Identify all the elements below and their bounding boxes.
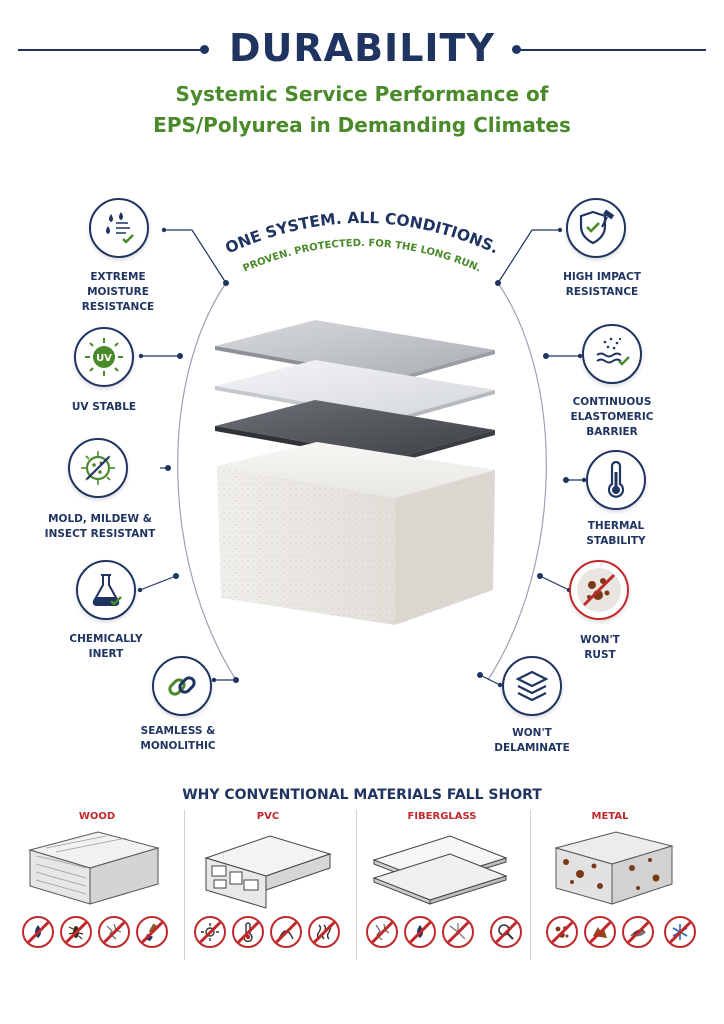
water-drops-wind-icon [106, 212, 134, 244]
page-title: DURABILITY [229, 26, 495, 70]
elastomeric-barrier-icon-badge [582, 324, 642, 384]
fiberglass-panels-illustration [372, 835, 508, 905]
high-impact-icon-badge [566, 198, 626, 258]
no-sun-icon [194, 916, 226, 948]
feature-label-elastomeric-barrier: CONTINUOUS ELASTOMERIC BARRIER [570, 396, 654, 438]
feature-label-uv-stable: UV STABLE [71, 401, 137, 413]
rust-icon [577, 568, 621, 612]
no-magnifier-icon [490, 916, 522, 948]
no-warp-icon [270, 916, 302, 948]
no-crack-icon [98, 916, 130, 948]
material-divider-2 [356, 810, 357, 960]
no-water-fiberglass-icon [404, 916, 436, 948]
shield-hammer-icon [579, 209, 615, 245]
feature-label-extreme-moisture: EXTREME MOISTURE RESISTANCE [81, 271, 155, 313]
chain-link-icon [168, 676, 196, 696]
slogan-line-1: ONE SYSTEM. ALL CONDITIONS. [223, 209, 502, 257]
thermometer-icon [607, 460, 625, 498]
material-label-wood: WOOD [78, 811, 116, 822]
material-label-fiberglass: FIBERGLASS [407, 811, 477, 822]
waves-droplets-icon [596, 337, 630, 366]
svg-text:ONE SYSTEM. ALL CONDITIONS.: ONE SYSTEM. ALL CONDITIONS. [223, 209, 502, 257]
feature-label-chemically-inert: CHEMICALLY INERT [69, 633, 143, 660]
header-dot-left [200, 45, 209, 54]
no-crack-fiberglass-icon [366, 916, 398, 948]
pvc-profile-illustration [204, 835, 332, 909]
no-rust-spots-icon [546, 916, 578, 948]
slogan-line-2: PROVEN. PROTECTED. FOR THE LONG RUN. [242, 238, 483, 275]
eps-polyurea-stack-illustration [215, 320, 495, 625]
no-water-icon [22, 916, 54, 948]
header-rule-left [18, 49, 208, 51]
no-brush-icon [136, 916, 168, 948]
wont-rust-icon-badge [569, 560, 629, 620]
no-corrosion-icon [584, 916, 616, 948]
extreme-moisture-icon-badge [89, 198, 149, 258]
feature-label-mold-resistant: MOLD, MILDEW & INSECT RESISTANT [44, 513, 156, 540]
feature-label-high-impact: HIGH IMPACT RESISTANCE [563, 271, 641, 298]
feature-arc [137, 227, 587, 688]
slogan-banner: ONE SYSTEM. ALL CONDITIONS. PROVEN. PROT… [223, 209, 502, 275]
material-label-metal: METAL [591, 811, 629, 822]
no-thermometer-icon [232, 916, 264, 948]
feature-label-wont-delaminate: WON'T DELAMINATE [494, 727, 570, 754]
no-peel-icon [622, 916, 654, 948]
comparison-title: WHY CONVENTIONAL MATERIALS FALL SHORT [182, 787, 542, 803]
mold-bug-icon [81, 451, 115, 485]
subtitle-line-1: Systemic Service Performance of [175, 82, 549, 106]
material-divider-1 [184, 810, 185, 960]
uv-sun-icon: UV [85, 338, 123, 376]
header-dot-right [512, 45, 521, 54]
no-heat-waves-icon [308, 916, 340, 948]
header-rule-right [520, 49, 706, 51]
wood-block-illustration [28, 831, 160, 905]
svg-text:PROVEN. PROTECTED. FOR THE LON: PROVEN. PROTECTED. FOR THE LONG RUN. [242, 238, 483, 275]
layers-icon [515, 670, 549, 702]
seamless-icon-badge [152, 656, 212, 716]
material-label-pvc: PVC [256, 811, 280, 822]
mold-resistant-icon-badge [68, 438, 128, 498]
no-snowflake-icon [664, 916, 696, 948]
material-divider-3 [530, 810, 531, 960]
chemically-inert-icon-badge [76, 560, 136, 620]
feature-label-seamless: SEAMLESS & MONOLITHIC [140, 725, 216, 752]
no-termite-icon [60, 916, 92, 948]
metal-block-illustration [554, 831, 674, 905]
no-shatter-icon [442, 916, 474, 948]
feature-label-wont-rust: WON'T RUST [580, 634, 620, 661]
subtitle-line-2: EPS/Polyurea in Demanding Climates [153, 113, 571, 137]
flask-icon [92, 574, 122, 606]
thermal-stability-icon-badge [586, 450, 646, 510]
svg-text:UV: UV [96, 353, 112, 364]
wont-delaminate-icon-badge [502, 656, 562, 716]
feature-label-thermal-stability: THERMAL STABILITY [586, 520, 646, 547]
uv-stable-icon-badge: UV [74, 327, 134, 387]
